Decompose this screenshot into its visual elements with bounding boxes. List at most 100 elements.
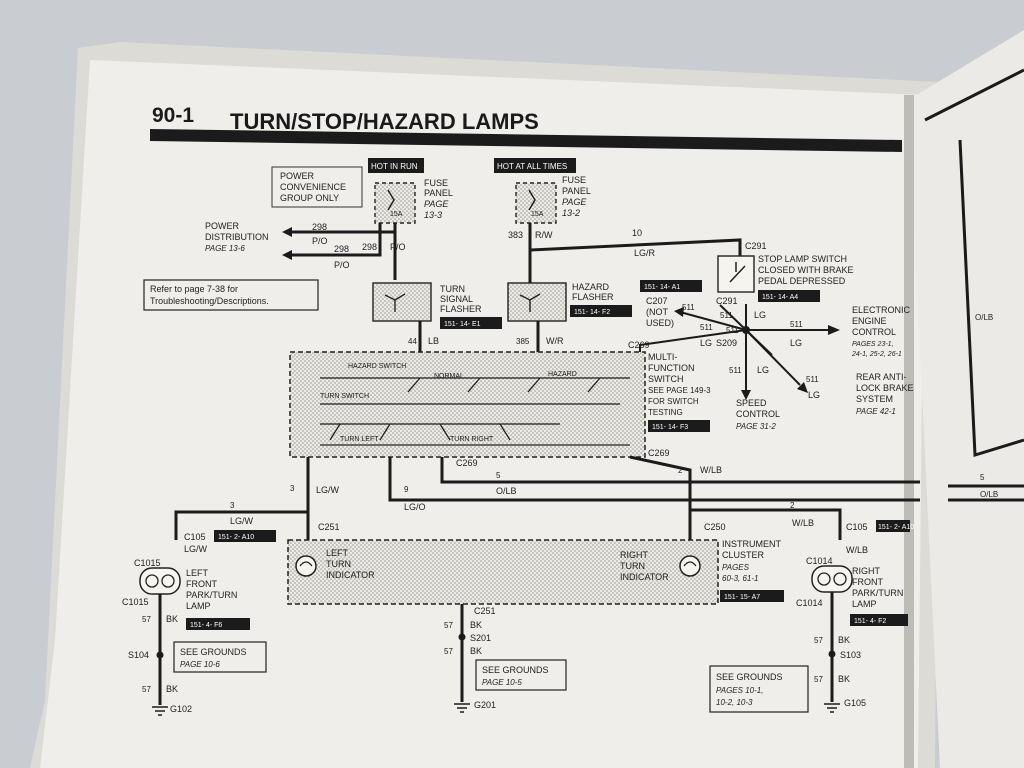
c269-upper: C269 [628,340,650,350]
fuse-a-page-1: PAGE [424,199,449,209]
fuse-a-icon [387,189,395,211]
turn-flasher-ref-badge [440,317,502,329]
arrow-speed-control [741,390,751,400]
left-turn-indicator-bulb [295,555,317,577]
wire-57-f: 57 [814,675,823,684]
mfs-note-1: SEE PAGE 149-3 [648,386,711,395]
mfs-label-1: MULTI- [648,352,677,362]
hot-in-run-label: HOT IN RUN [371,162,418,171]
c1014-top: C1014 [806,556,833,566]
cluster-label-1: INSTRUMENT [722,539,781,549]
left-indicator-1: LEFT [326,548,349,558]
wire-bk-f: BK [838,674,850,684]
anti-lock-1: REAR ANTI- [856,372,907,382]
right-grounds-pages-2: 10-2, 10-3 [716,698,753,707]
c207-label-1: C207 [646,296,668,306]
wire-511-d: 511 [726,326,739,335]
right-grounds-box [709,665,809,713]
refer-note-2: Troubleshooting/Descriptions. [150,296,269,306]
wire-lgw-left-lamp: LG/W [184,544,208,554]
fuse-a-rating: 15A [390,211,403,218]
wire-385-label: 385 [516,337,530,346]
right-indicator-1: RIGHT [620,550,649,560]
right-lamp-bulb-b [833,572,847,586]
right-lamp-label-4: LAMP [852,599,877,609]
center-grounds-box [475,659,567,691]
engine-control-pages-1: PAGES 23-1, [852,341,894,348]
speed-control-1: SPEED [736,398,767,408]
wire-lg-b: LG [790,338,802,348]
cluster-label-2: CLUSTER [722,550,765,560]
stop-lamp-switch-box [717,255,755,293]
mfs-label-2: FUNCTION [648,363,695,373]
wire-383-label: 383 [508,230,523,240]
hazard-top-ref: 151- 14- A1 [644,284,680,291]
engine-control-1: ELECTRONIC [852,305,911,315]
g201-label: G201 [474,700,496,710]
hazard-flasher-label-1: HAZARD [572,282,610,292]
normal-label: NORMAL [434,373,464,380]
hazard-flasher-label-2: FLASHER [572,292,614,302]
switch-output-wires [174,455,920,540]
right-grounds-title: SEE GROUNDS [716,672,783,682]
wire-2-label-b: 2 [790,501,795,510]
right-lamp-label-3: PARK/TURN [852,588,903,598]
left-lamp-bulb-b [161,574,175,588]
mfs-label-3: SWITCH [648,374,684,384]
right-lamp-label-1: RIGHT [852,566,881,576]
c207-label-2: (NOT [646,307,668,317]
wire-lg-a: LG [754,310,766,320]
page-title: TURN/STOP/HAZARD LAMPS [230,109,539,134]
s201-label: S201 [470,633,491,643]
wire-57-a: 57 [142,615,151,624]
turn-flasher-label-2: SIGNAL [440,294,473,304]
left-c105-ref-badge [214,530,276,542]
c1015-top: C1015 [134,558,161,568]
wire-lb-label: LB [428,336,439,346]
mfs-ref-badge [648,420,710,432]
c1015-bottom: C1015 [122,597,149,607]
hot-at-all-times-label: HOT AT ALL TIMES [497,162,567,171]
hazard-label: HAZARD [548,371,577,378]
fuse-a-page-2: 13-3 [424,210,442,220]
turn-switch-label: TURN SWITCH [320,393,369,400]
left-lamp-ref-badge [186,618,250,630]
right-bulb-filament [683,561,697,567]
turn-flasher-label-1: TURN [440,284,465,294]
wire-bk-b: BK [166,684,178,694]
mfs-note-3: TESTING [648,408,683,417]
right-turn-indicator-bulb [679,555,701,577]
fuse-a-label-1: FUSE [424,178,448,188]
power-distribution-page: PAGE 13-6 [205,244,245,253]
fuse-a-label-2: PANEL [424,188,453,198]
speed-control-page: PAGE 31-2 [736,422,776,431]
g102-ground-symbol [152,706,168,716]
wire-lg-c: LG [700,338,712,348]
fuse-panel-a-box [374,182,416,224]
g105-ground-symbol [824,703,840,713]
c269-lower-a: C269 [456,458,478,468]
wire-57-b: 57 [142,685,151,694]
wire-9-label: 9 [404,485,409,494]
power-distribution-1: POWER [205,221,240,231]
power-feed-wires [290,223,397,280]
fuse-b-page-2: 13-2 [562,208,580,218]
stop-switch-ref: 151- 14- A4 [762,294,798,301]
wire-298-label-a: 298 [312,222,327,232]
right-indicator-3: INDICATOR [620,572,669,582]
wire-lg-d: LG [757,365,769,375]
title-rule [150,129,902,152]
wire-po-label-b: P/O [334,260,350,270]
wire-wlb-right-lamp: W/LB [846,545,868,555]
wire-10-label: 10 [632,228,642,238]
power-convenience-2: CONVENIENCE [280,182,346,192]
hazard-switch-label: HAZARD SWITCH [348,363,406,370]
power-distribution-2: DISTRIBUTION [205,232,269,242]
left-lamp-label-4: LAMP [186,601,211,611]
hazard-top-ref-badge [640,280,702,292]
c269-lower-b: C269 [648,448,670,458]
mfs-note-2: FOR SWITCH [648,397,699,406]
wire-511-c: 511 [700,323,713,332]
wire-wlb-label-a: W/LB [700,465,722,475]
